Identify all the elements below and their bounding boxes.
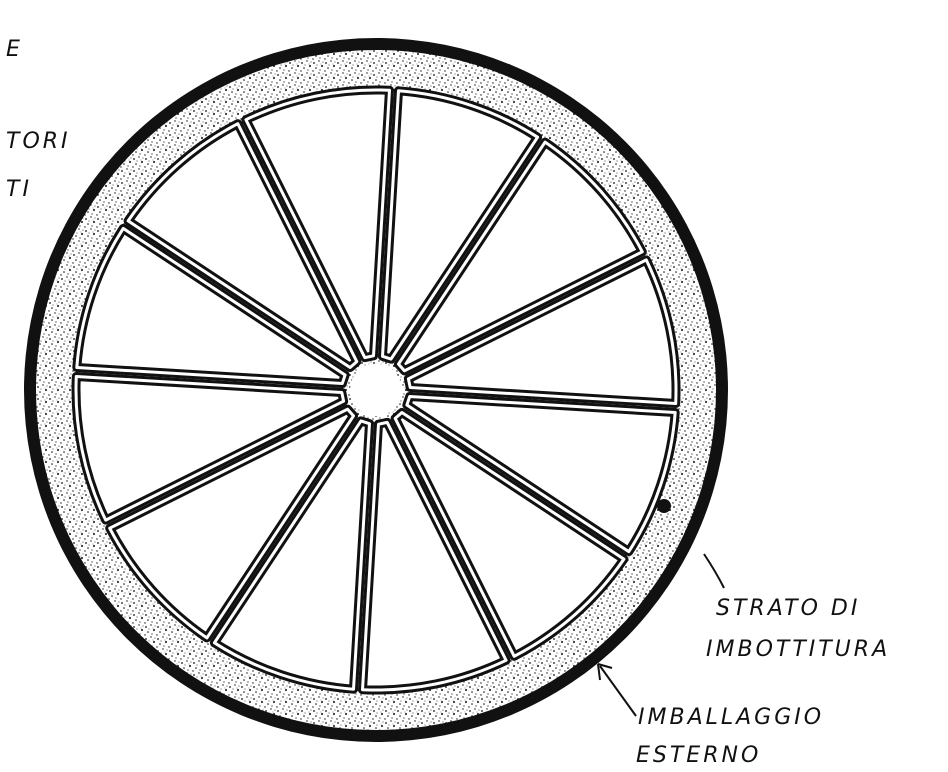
label-fragment-tori: TORI — [6, 129, 71, 154]
outer-label-line2: ESTERNO — [636, 743, 761, 768]
central-hub — [350, 364, 402, 416]
container-wedges — [76, 90, 676, 690]
label-fragment-e: E — [6, 37, 23, 62]
outer-label-line1: IMBALLAGGIO — [638, 705, 824, 730]
padding-label-line2: IMBOTTITURA — [706, 637, 890, 662]
padding-label-line1: STRATO DI — [716, 596, 860, 621]
label-fragment-ti: TI — [6, 177, 32, 202]
outer-leader-line — [600, 666, 636, 716]
padding-mark — [657, 499, 671, 513]
padding-leader-line — [704, 554, 724, 588]
